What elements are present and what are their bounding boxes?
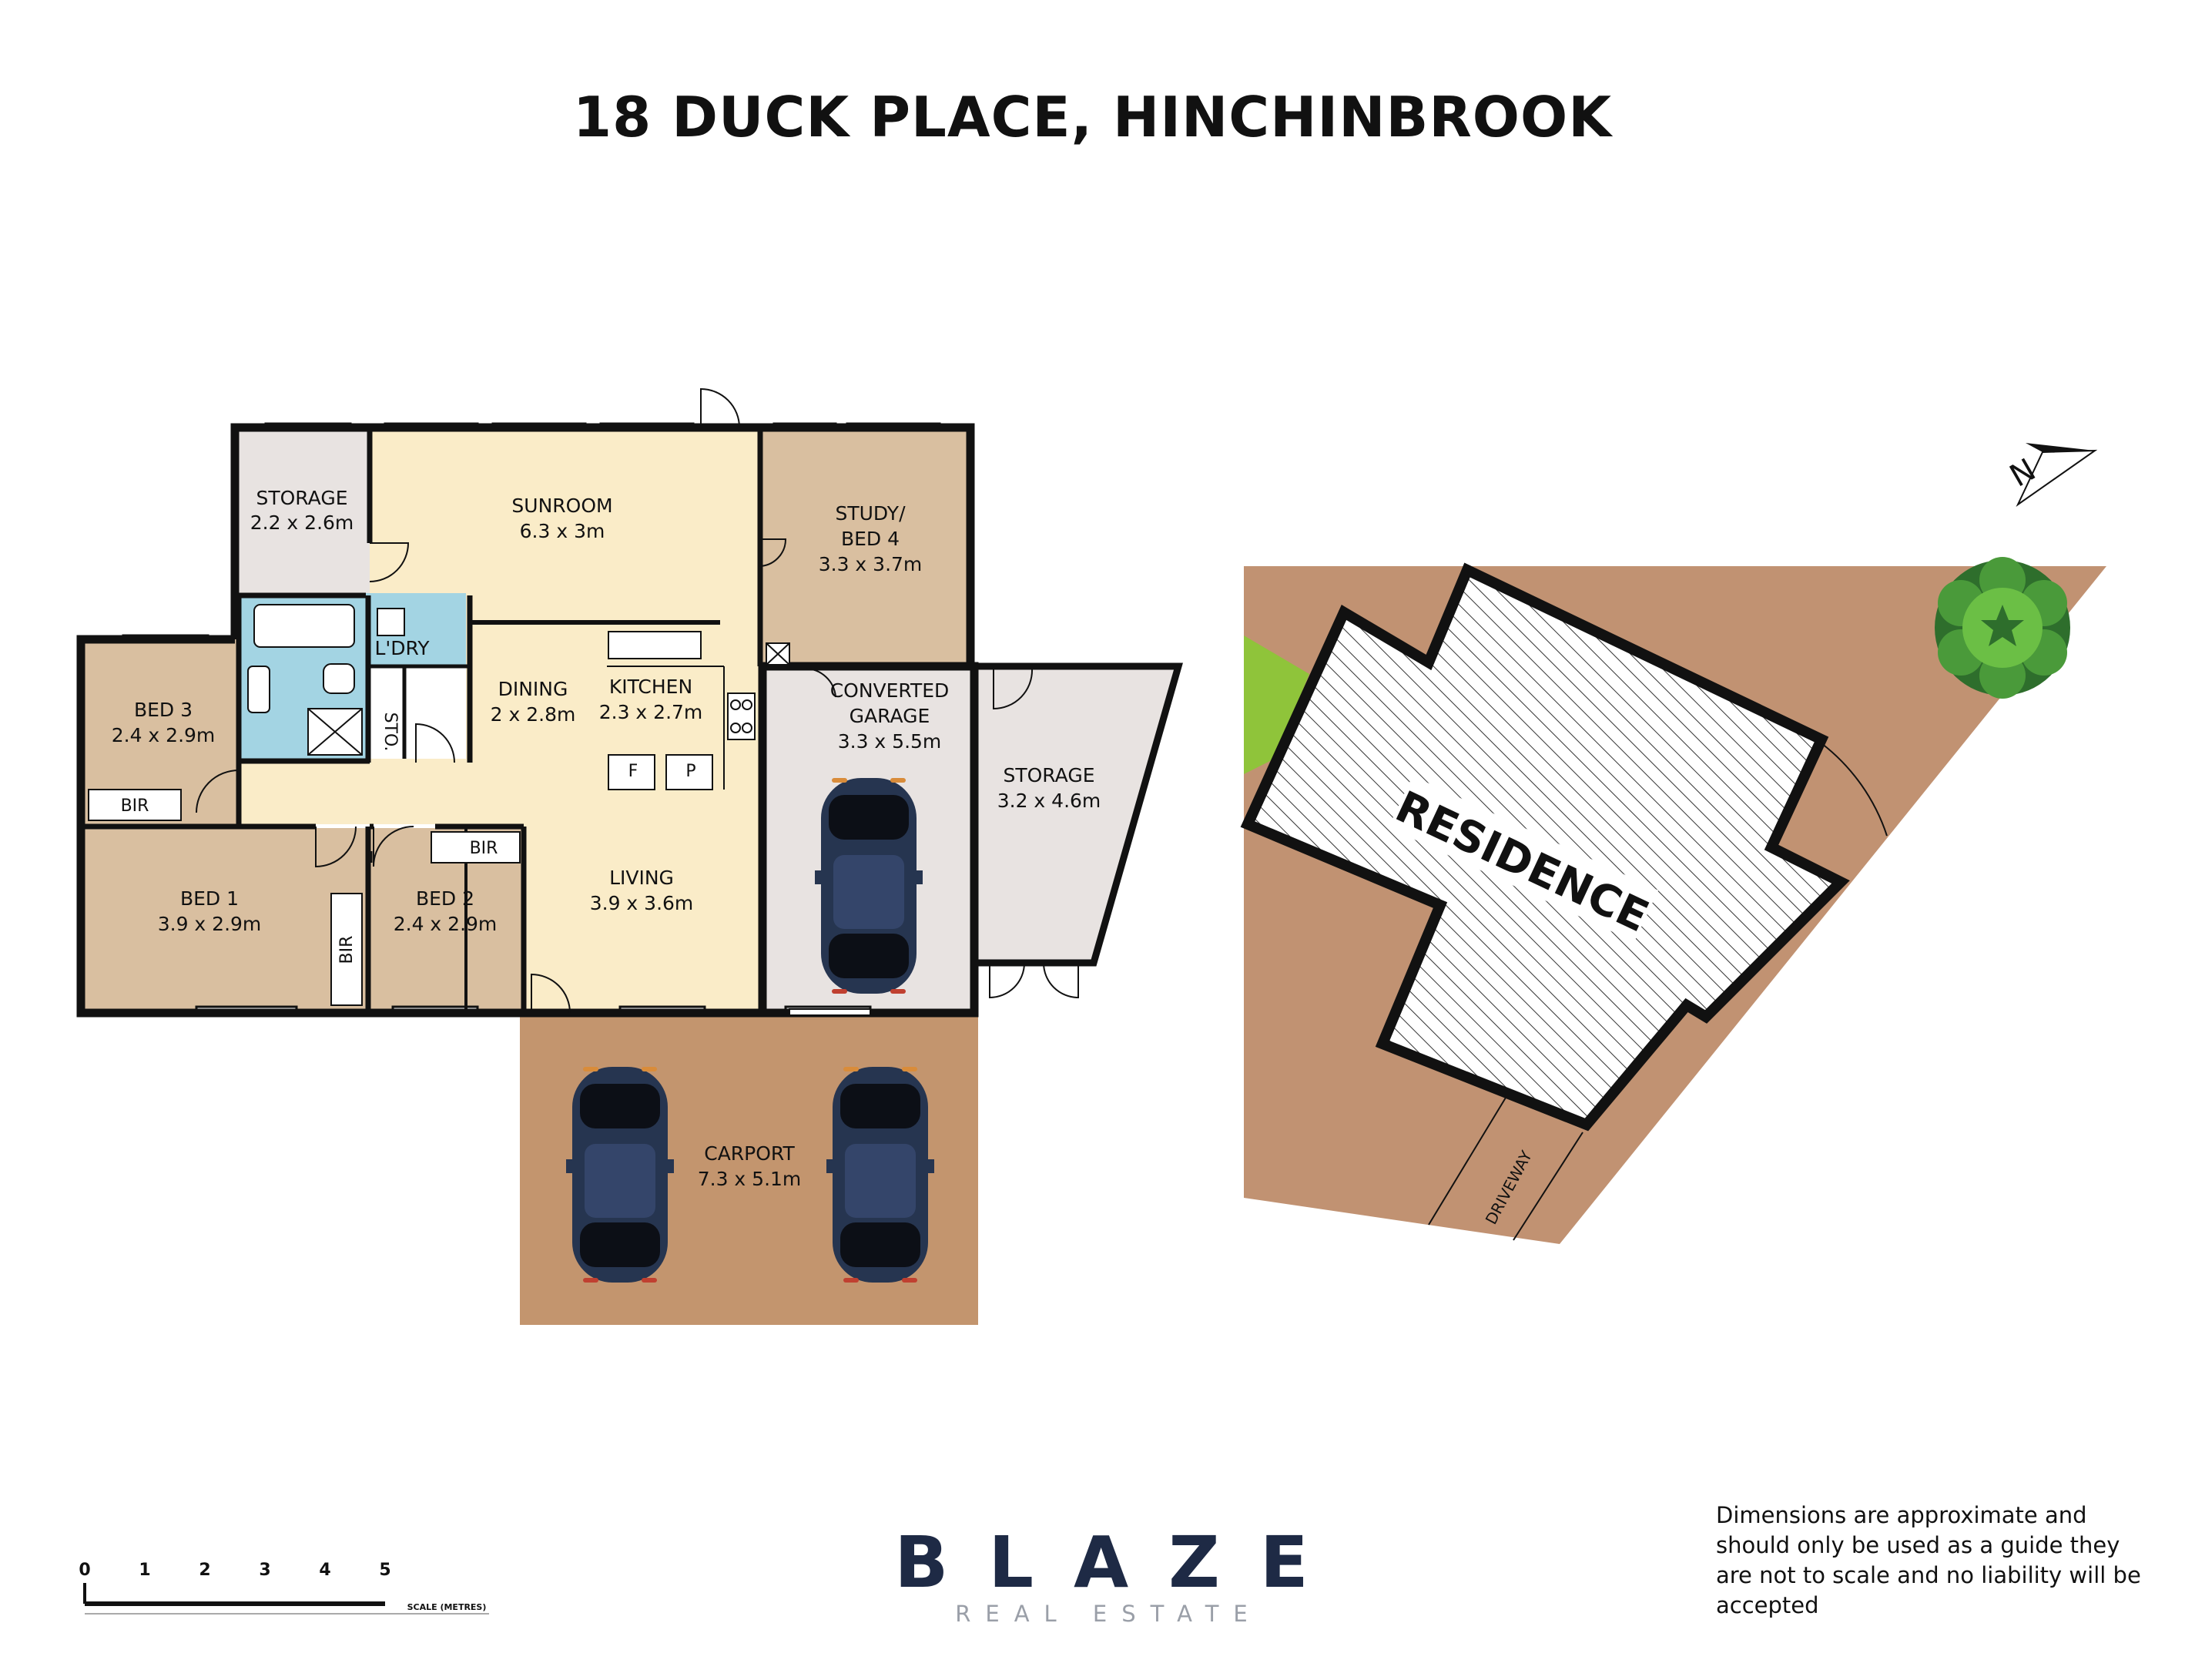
study-name2: BED 4: [841, 528, 900, 550]
brand-name: BLAZE: [894, 1521, 1349, 1604]
living-size: 3.9 x 3.6m: [590, 892, 694, 914]
study-size: 3.3 x 3.7m: [819, 553, 923, 575]
laundry-tub: [377, 608, 405, 636]
pantry-label: P: [685, 762, 695, 781]
north-arrow-icon: N: [2004, 443, 2098, 507]
site-plan: RESIDENCE DRIVEWAY N: [1240, 443, 2106, 1244]
brand-logo: BLAZE REAL ESTATE: [832, 1521, 1371, 1627]
bed2-name: BED 2: [416, 887, 474, 910]
carport-name: CARPORT: [704, 1142, 795, 1165]
page-title: 18 DUCK PLACE, HINCHINBROOK: [573, 85, 1612, 149]
scale-tick-2: 2: [199, 1561, 210, 1580]
lawn: [1244, 635, 1309, 774]
scale-bar: 0 1 2 3 4 5 SCALE (METRES): [79, 1561, 489, 1615]
fixtures: [88, 604, 790, 1006]
study-name: STUDY/: [835, 502, 906, 525]
scale-label: SCALE (METRES): [407, 1602, 487, 1612]
storage-b-size: 3.2 x 4.6m: [997, 790, 1101, 812]
toilet: [323, 663, 355, 694]
carport-car-right: [826, 1067, 934, 1283]
tree-icon: [1935, 557, 2070, 699]
bed3-name: BED 3: [134, 699, 193, 721]
disclaimer: Dimensions are approximate and should on…: [1716, 1502, 2141, 1618]
vanity: [247, 666, 270, 713]
living-name: LIVING: [609, 867, 674, 889]
carport-car-left: [566, 1067, 674, 1283]
bir2-label: BIR: [470, 839, 498, 858]
bed1-size: 3.9 x 2.9m: [158, 913, 262, 935]
laundry-name: L'DRY: [374, 637, 430, 659]
kitchen-size: 2.3 x 2.7m: [599, 701, 703, 723]
doors: [196, 387, 1079, 1016]
garage-size: 3.3 x 5.5m: [838, 730, 942, 753]
sto-name: STO.: [380, 713, 400, 752]
storage-a-size: 2.2 x 2.6m: [250, 511, 354, 534]
bir3-label: BIR: [121, 796, 149, 816]
garage-car: [815, 778, 923, 994]
bed3-size: 2.4 x 2.9m: [112, 724, 216, 746]
kitchen-sink: [608, 631, 702, 659]
scale-tick-0: 0: [79, 1561, 90, 1580]
walls: [76, 423, 1183, 1018]
garage-name2: GARAGE: [850, 705, 930, 727]
brand-subtitle: REAL ESTATE: [955, 1601, 1262, 1627]
sunroom-name: SUNROOM: [511, 495, 612, 517]
dining-name: DINING: [498, 678, 568, 700]
garage-name: CONVERTED: [830, 679, 950, 702]
bathtub: [253, 604, 355, 648]
bir1-label: BIR: [337, 936, 357, 964]
storage-b-name: STORAGE: [1003, 764, 1094, 786]
dining-size: 2 x 2.8m: [491, 703, 576, 726]
scale-tick-4: 4: [319, 1561, 330, 1580]
storage-a-name: STORAGE: [256, 487, 347, 509]
scale-tick-3: 3: [259, 1561, 270, 1580]
carport-size: 7.3 x 5.1m: [698, 1168, 802, 1190]
bed2-size: 2.4 x 2.9m: [394, 913, 498, 935]
cooktop: [727, 692, 756, 740]
fridge-label: F: [628, 762, 638, 781]
kitchen-name: KITCHEN: [609, 676, 692, 698]
scale-tick-5: 5: [379, 1561, 390, 1580]
bed1-name: BED 1: [180, 887, 239, 910]
scale-tick-1: 1: [139, 1561, 150, 1580]
sunroom-size: 6.3 x 3m: [520, 520, 605, 542]
room-labels: STORAGE 2.2 x 2.6m SUNROOM 6.3 x 3m STUD…: [112, 487, 1101, 1190]
